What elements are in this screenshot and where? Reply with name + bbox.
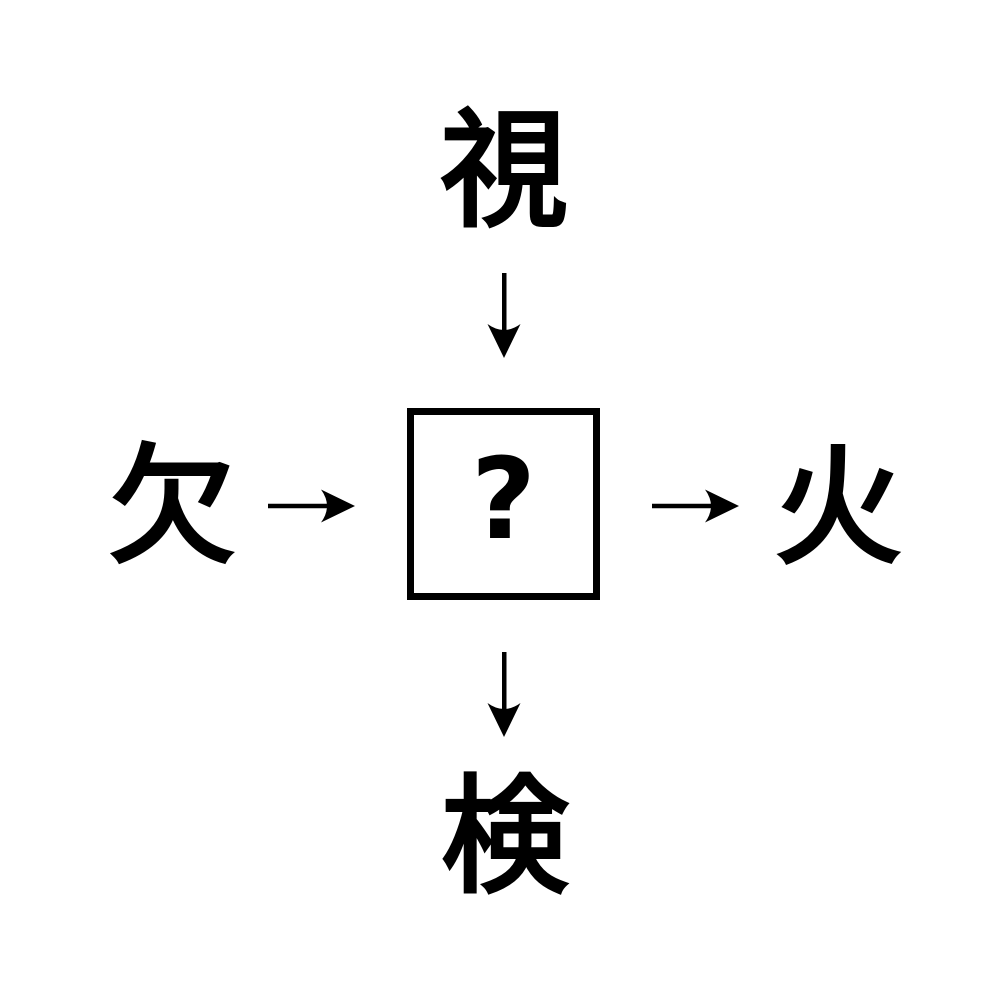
answer-box[interactable]: ?: [407, 408, 600, 600]
answer-placeholder: ?: [471, 435, 536, 565]
arrow-right-icon: [268, 489, 355, 523]
arrow-down-icon: [487, 652, 521, 737]
arrow-down-icon: [487, 273, 521, 358]
kanji-bottom: 検: [440, 763, 570, 912]
arrow-right-icon: [652, 489, 739, 523]
kanji-top: 視: [439, 97, 569, 246]
kanji-left: 欠: [107, 433, 237, 582]
kanji-right: 火: [773, 434, 903, 583]
